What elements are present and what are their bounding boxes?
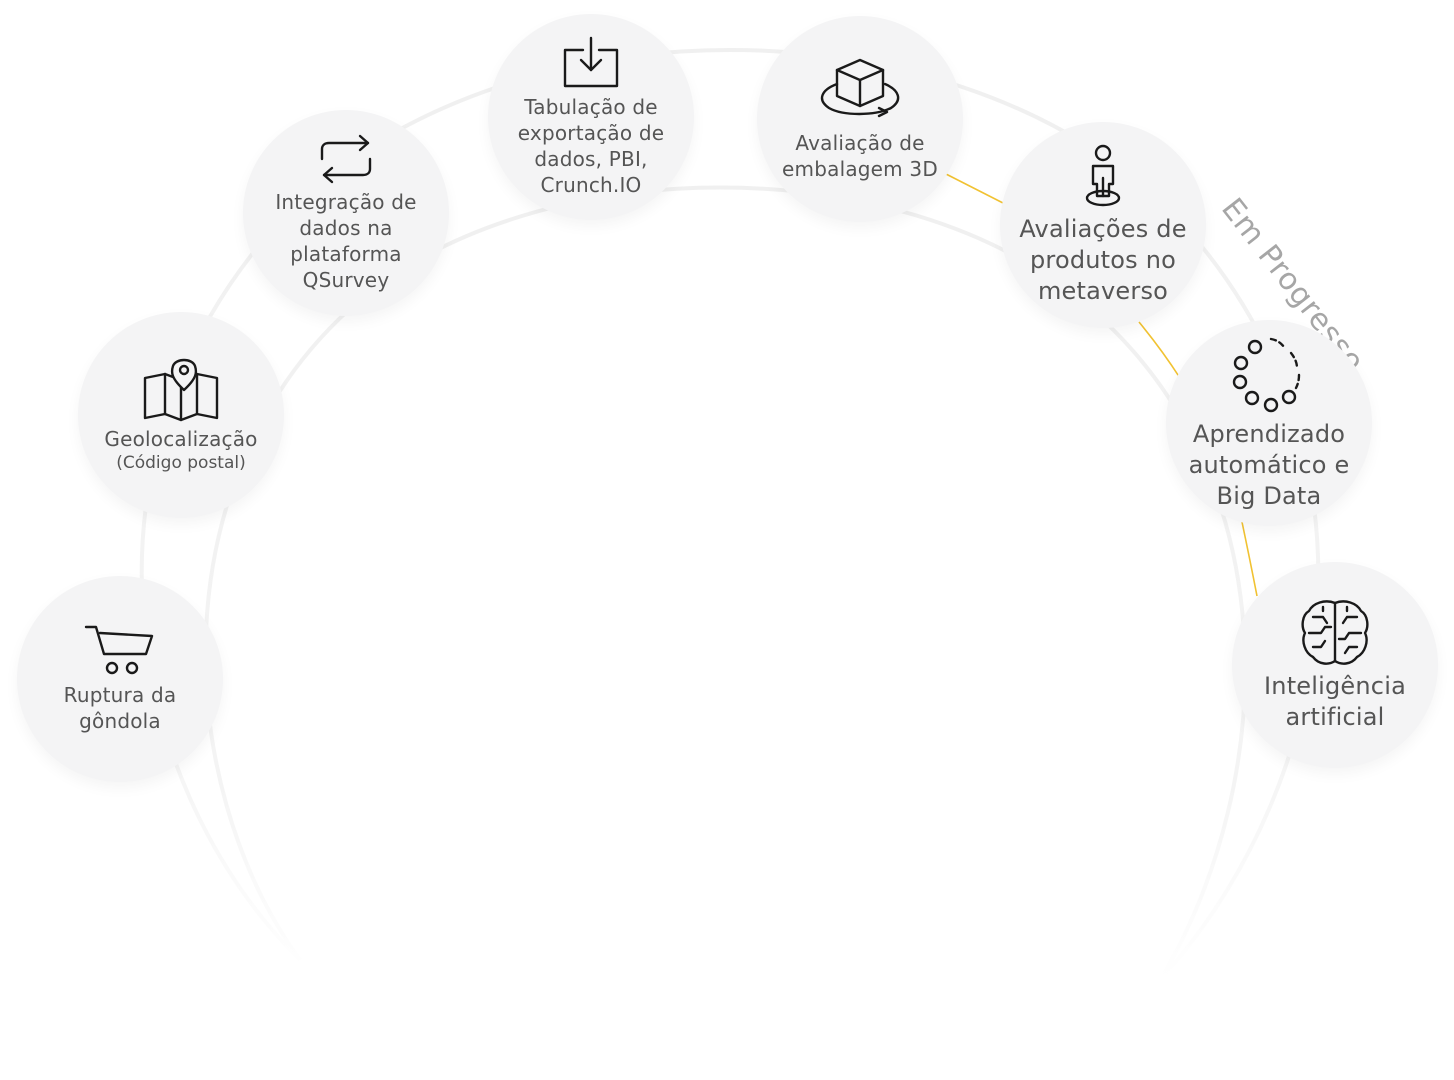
cube-rotate-icon (815, 56, 905, 126)
node-label: Aprendizado automático e Big Data (1188, 419, 1350, 510)
brain-circuit-icon (1299, 597, 1371, 667)
roadmap-node-metaverso: Avaliações de produtos no metaverso (1000, 122, 1206, 328)
roadmap-node-aprendizado: Aprendizado automático e Big Data (1166, 320, 1372, 526)
roadmap-node-geolocalizacao: Geolocalização (Código postal) (78, 312, 284, 518)
download-tray-icon (561, 36, 621, 90)
node-sublabel: (Código postal) (116, 453, 246, 473)
roadmap-node-tabulacao: Tabulação de exportação de dados, PBI, C… (488, 14, 694, 220)
person-platform-icon (1083, 144, 1123, 210)
progress-link-3 (1241, 521, 1258, 597)
node-label: Tabulação de exportação de dados, PBI, C… (517, 95, 665, 197)
node-label: Avaliações de produtos no metaverso (1019, 214, 1187, 305)
map-pin-icon (141, 356, 221, 422)
roadmap-node-ruptura: Ruptura da gôndola (17, 576, 223, 782)
node-label: Inteligência artificial (1264, 672, 1406, 731)
progress-link-2 (1138, 321, 1181, 379)
roadmap-node-integracao: Integração de dados na plataforma QSurve… (243, 110, 449, 316)
roadmap-node-ia: Inteligência artificial (1232, 562, 1438, 768)
shopping-cart-icon (84, 624, 156, 678)
progress-link-1 (945, 173, 1004, 204)
node-label: Ruptura da gôndola (63, 683, 177, 733)
roadmap-node-embalagem: Avaliação de embalagem 3D (757, 16, 963, 222)
node-label: Avaliação de embalagem 3D (782, 131, 938, 181)
node-label: Integração de dados na plataforma QSurve… (275, 190, 417, 292)
dotted-circle-icon (1229, 335, 1309, 415)
node-label: Geolocalização (104, 427, 258, 451)
sync-arrows-icon (318, 133, 374, 185)
